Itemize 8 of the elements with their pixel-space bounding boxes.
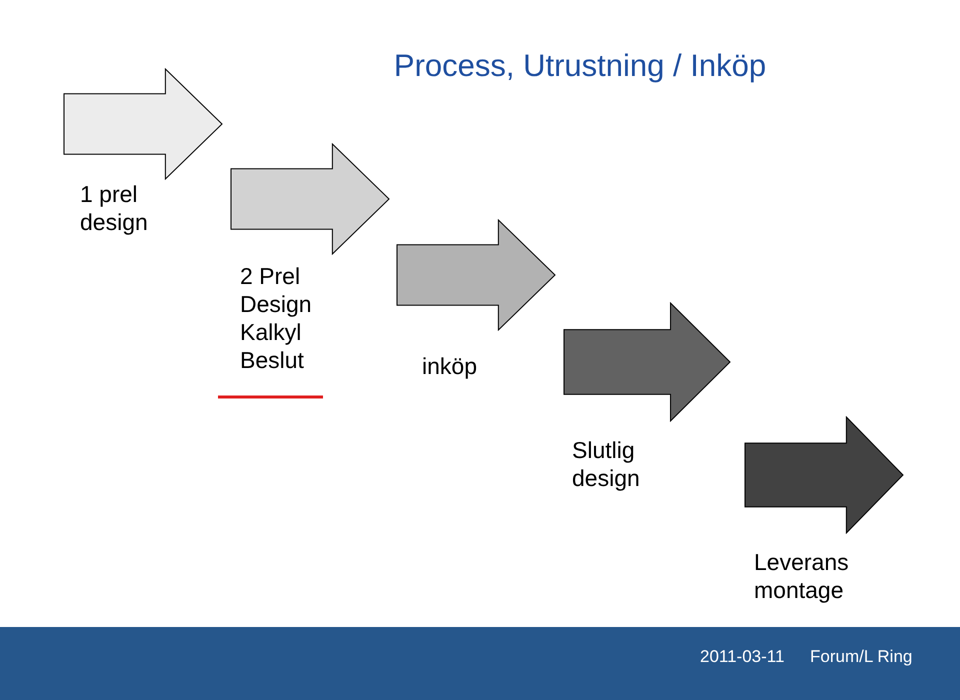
slide-title: Process, Utrustning / Inköp	[392, 48, 768, 84]
step-caption: Leverans montage	[754, 548, 850, 604]
step-caption: 1 prel design	[80, 180, 149, 236]
step-caption: inköp	[422, 352, 478, 380]
step-caption: 2 Prel Design Kalkyl Beslut	[240, 262, 313, 374]
date-text: 2011-03-11	[700, 647, 784, 667]
footer-text: Forum/L Ring	[810, 647, 912, 667]
step-caption: Slutlig design	[572, 436, 641, 492]
